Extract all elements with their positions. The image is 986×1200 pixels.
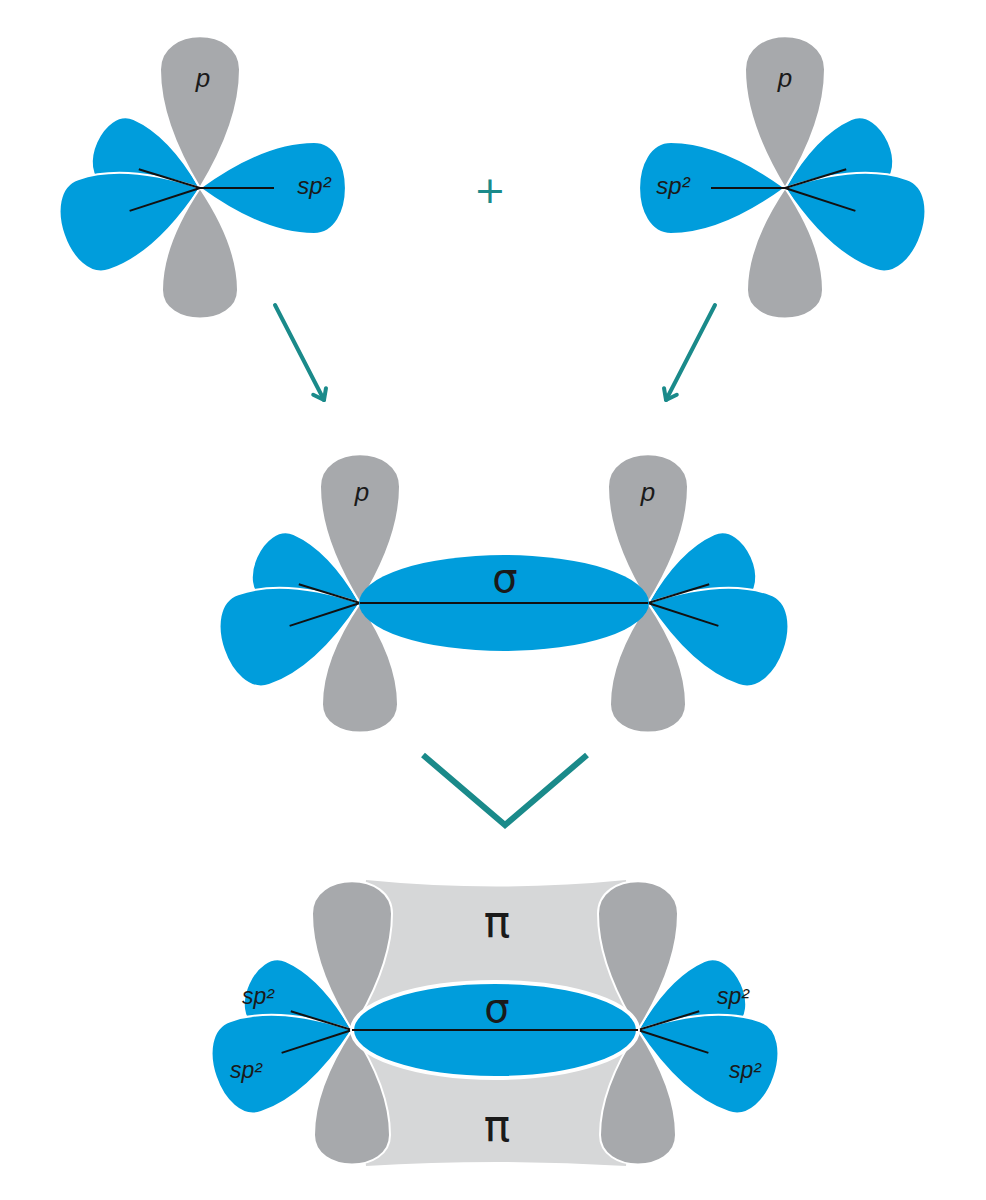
p-lobe <box>747 188 823 319</box>
chevron-arrow <box>423 755 587 825</box>
bond-axis-line <box>711 187 785 189</box>
p-lobe <box>745 36 825 188</box>
sigma-bond <box>352 982 638 1078</box>
bond-axis-line <box>638 1030 708 1053</box>
bond-label: σ <box>492 558 517 598</box>
carbon-atom-orbitals <box>48 36 346 318</box>
bond-axis-line <box>785 188 855 211</box>
bond-axis-line <box>200 187 274 189</box>
arrow-head <box>313 388 326 400</box>
bond-axis-line <box>360 602 648 604</box>
plus-sign: + <box>474 171 506 209</box>
sigma-bond <box>359 555 649 651</box>
bond-axis-line <box>352 1029 638 1031</box>
bond-label: π <box>484 900 511 944</box>
sp2-lobe <box>639 142 785 234</box>
orbital-label: sp² <box>242 985 274 1008</box>
bond-label: σ <box>484 988 509 1028</box>
bond-axis-line <box>648 584 709 603</box>
bond-axis-line <box>290 603 360 626</box>
orbital-label: sp² <box>729 1059 761 1082</box>
sp2-lobe <box>200 142 346 234</box>
bond-axis-line <box>282 1030 352 1053</box>
orbital-label: sp² <box>230 1059 262 1082</box>
p-lobe <box>160 36 240 188</box>
bond-axis-line <box>291 1011 352 1030</box>
bond-axis-line <box>299 584 360 603</box>
p-lobe <box>162 188 238 319</box>
bond-axis-line <box>139 169 200 188</box>
reaction-arrow <box>275 305 324 400</box>
orbital-label: sp² <box>656 174 689 198</box>
orbital-label: p <box>778 65 792 91</box>
orbital-label: p <box>196 65 210 91</box>
arrow-head <box>664 388 677 400</box>
orbital-label: sp² <box>717 985 749 1008</box>
bond-axis-line <box>785 169 846 188</box>
orbital-label: p <box>355 479 369 505</box>
bond-axis-line <box>130 188 200 211</box>
orbital-label: sp² <box>297 174 330 198</box>
reaction-arrow <box>666 305 715 400</box>
orbital-label: p <box>641 479 655 505</box>
bond-axis-line <box>648 603 718 626</box>
bond-axis-line <box>638 1011 699 1030</box>
bond-label: π <box>484 1104 511 1148</box>
carbon-atom-orbitals <box>639 36 937 318</box>
